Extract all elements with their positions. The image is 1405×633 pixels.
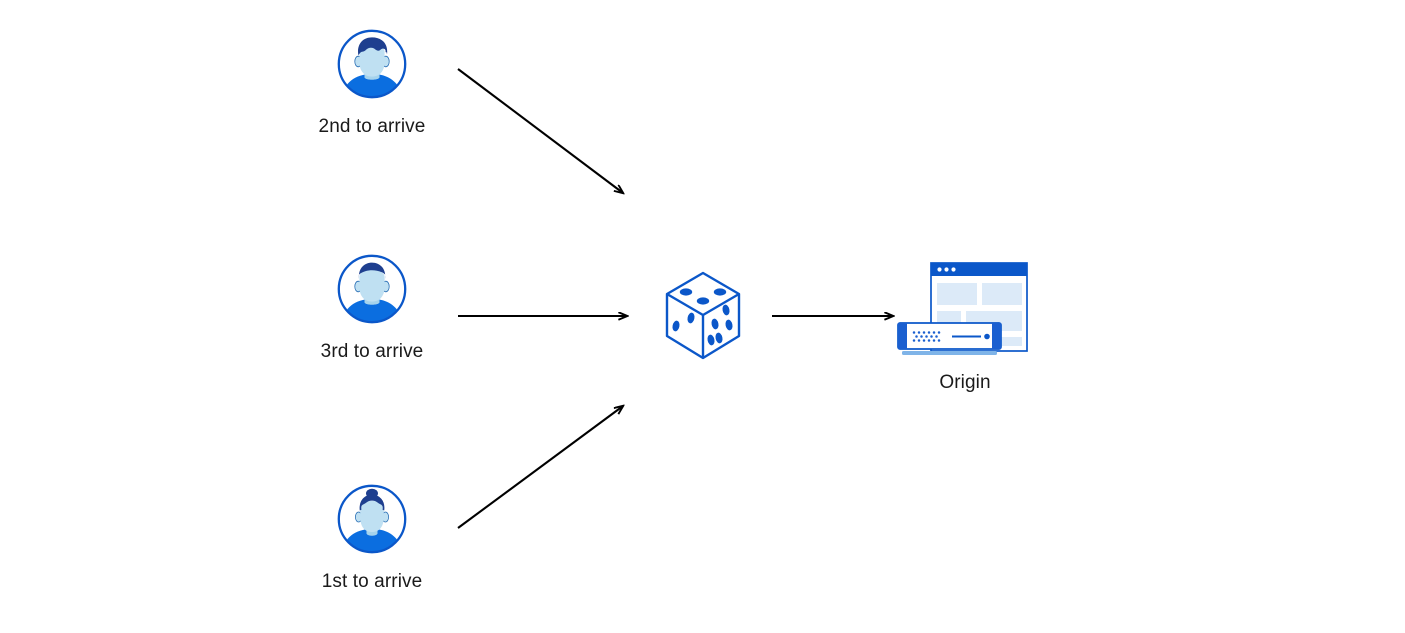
node-label-client-1st: 1st to arrive: [321, 571, 423, 592]
node-label-client-3rd: 3rd to arrive: [320, 341, 424, 362]
node-label-origin: Origin: [939, 372, 991, 393]
dice-icon: [665, 271, 741, 360]
router-device-icon: [897, 322, 1002, 355]
node-label-client-2nd: 2nd to arrive: [318, 116, 426, 137]
dice-top-pips: [679, 288, 727, 305]
user-avatar-icon: [337, 254, 407, 324]
node-origin[interactable]: Origin: [893, 255, 1038, 393]
edge-1st-to-dice: [457, 406, 623, 529]
dice-left-pips: [672, 312, 695, 332]
dice-right-pips: [707, 304, 733, 346]
user-avatar-icon: [337, 29, 407, 99]
user-avatar-female-icon: [337, 484, 407, 554]
origin-server-icon: [897, 262, 1028, 355]
